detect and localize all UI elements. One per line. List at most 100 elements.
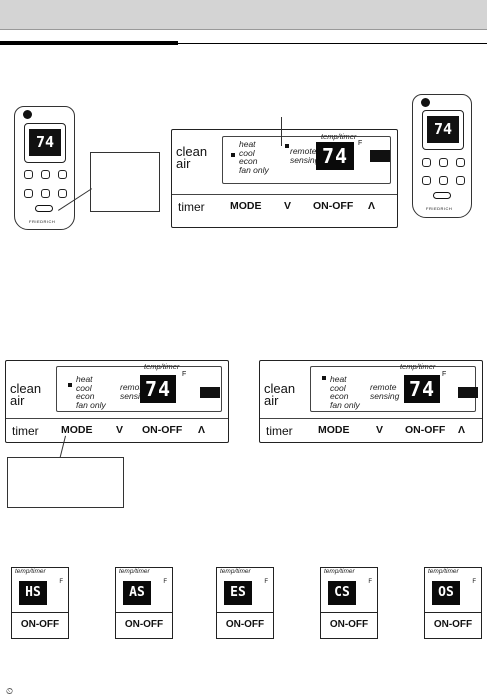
remote-control-left: 74 FRIEDRICH [14,106,75,230]
display-area [222,136,391,184]
mode-indicator [68,383,72,387]
up-button[interactable]: Λ [458,424,466,436]
setting-code: AS [123,581,151,605]
mini-divider [217,612,273,613]
panel-divider [260,418,482,419]
remote-oval-button[interactable] [35,205,53,212]
remote-brand: FRIEDRICH [426,206,453,211]
down-button[interactable]: V [284,200,292,212]
dpad-frame [422,110,464,150]
power-icon [23,110,32,119]
temp-timer-caption: temp/timer [15,568,46,575]
setting-code: ES [224,581,252,605]
unit-label: F [442,371,447,378]
mini-divider [12,612,68,613]
header-band [0,0,487,30]
temp-display: 74 [404,375,440,403]
down-button[interactable]: V [116,424,124,436]
onoff-button[interactable]: ON-OFF [433,619,473,630]
remote-button[interactable] [58,189,67,198]
onoff-button[interactable]: ON-OFF [124,619,164,630]
down-button[interactable]: V [376,424,384,436]
up-button[interactable]: Λ [198,424,206,436]
remote-button[interactable] [456,158,465,167]
section-rule-thick [0,41,178,45]
temp-timer-caption: temp/timer [400,362,436,371]
unit-label: F [472,579,476,585]
remote-button[interactable] [41,189,50,198]
mini-display-off: temp/timer F OS ON-OFF [424,567,482,639]
mode-button[interactable]: MODE [318,424,350,436]
remote-button[interactable] [24,189,33,198]
dpad-frame [24,123,66,163]
pointer-line-remote-sensing [281,117,282,146]
remote-button[interactable] [456,176,465,185]
panel-divider [172,194,397,195]
remote-oval-button[interactable] [433,192,451,199]
mode-button[interactable]: MODE [230,200,262,212]
mini-display-auto: temp/timer F AS ON-OFF [115,567,173,639]
mode-button[interactable]: MODE [61,424,93,436]
section-rule-thin [178,43,487,44]
onoff-button[interactable]: ON-OFF [142,424,183,436]
remote-button[interactable] [41,170,50,179]
temp-display: 74 [140,375,176,403]
unit-label: F [368,579,372,585]
setting-code: HS [19,581,47,605]
mini-divider [425,612,481,613]
up-button[interactable]: Λ [368,200,376,212]
unit-label: F [59,579,63,585]
mode-indicator [322,376,326,380]
display-area [56,366,222,412]
temp-timer-caption: temp/timer [324,568,355,575]
temp-timer-caption: temp/timer [119,568,150,575]
unit-label: F [182,371,187,378]
onoff-button[interactable]: ON-OFF [313,200,354,212]
timer-button[interactable]: timer [266,424,293,438]
timer-button[interactable]: timer [12,424,39,438]
mode-indicator [231,153,235,157]
mini-divider [321,612,377,613]
onoff-button[interactable]: ON-OFF [405,424,446,436]
onoff-button[interactable]: ON-OFF [329,619,369,630]
unit-label: F [358,140,363,147]
remote-button[interactable] [422,176,431,185]
remote-button[interactable] [422,158,431,167]
temp-timer-caption: temp/timer [220,568,251,575]
status-window [458,387,478,398]
remote-button[interactable] [58,170,67,179]
onoff-button[interactable]: ON-OFF [20,619,60,630]
power-icon [421,98,430,107]
timer-icon: ⏲ [6,687,14,697]
remote-sensing-indicator [285,144,289,148]
temp-display: 74 [316,142,354,170]
unit-label: F [163,579,167,585]
mini-divider [116,612,172,613]
callout-box-mode [7,457,124,508]
remote-button[interactable] [439,176,448,185]
remote-button[interactable] [439,158,448,167]
remote-lcd: 74 [29,129,61,156]
temp-timer-caption: temp/timer [144,362,180,371]
remote-button[interactable] [24,170,33,179]
temp-timer-caption: temp/timer [321,132,357,141]
timer-button[interactable]: timer [178,200,205,214]
status-window [200,387,220,398]
remote-lcd: 74 [427,116,459,143]
mini-display-cool: temp/timer F CS ON-OFF [320,567,378,639]
mini-display-econ: temp/timer F ES ON-OFF [216,567,274,639]
onoff-button[interactable]: ON-OFF [225,619,265,630]
temp-timer-caption: temp/timer [428,568,459,575]
remote-brand: FRIEDRICH [29,219,56,224]
